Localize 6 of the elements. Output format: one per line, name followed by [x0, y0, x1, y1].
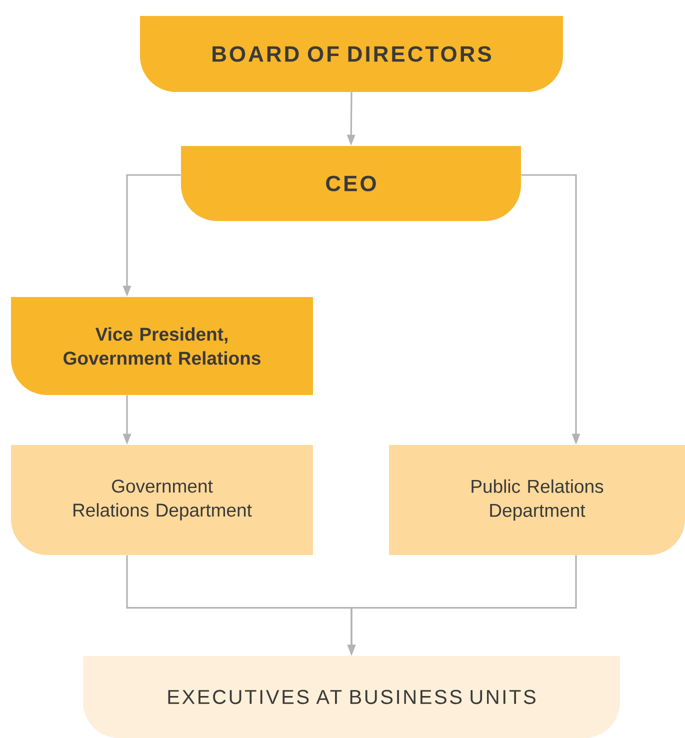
org-box: BOARD OF DIRECTORS	[140, 16, 563, 92]
org-box: Public Relations Department	[389, 445, 685, 555]
org-box: CEO	[181, 146, 521, 221]
org-box: Vice President, Government Relations	[11, 297, 313, 395]
org-box: EXECUTIVES AT BUSINESS UNITS	[83, 656, 620, 738]
org-box: Government Relations Department	[11, 445, 313, 555]
